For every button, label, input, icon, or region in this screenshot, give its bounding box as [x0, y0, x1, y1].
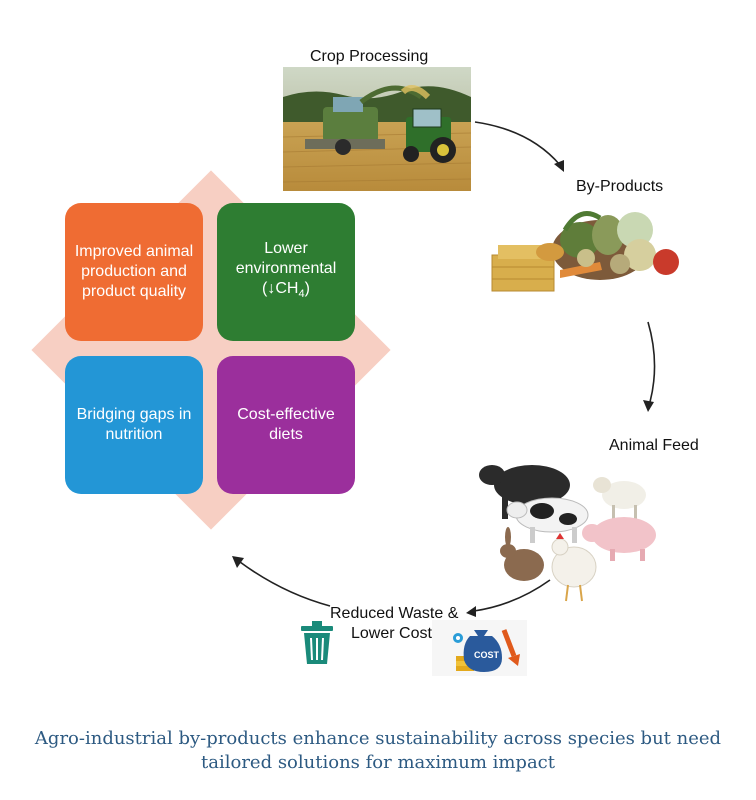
by-products-label: By-Products	[576, 178, 664, 195]
sheep-icon	[593, 477, 646, 521]
produce-hay-pile-icon	[490, 200, 688, 295]
cost-badge-text: COST	[474, 650, 500, 660]
animals-group	[472, 455, 668, 610]
arrow-byproducts-to-feed	[643, 321, 656, 412]
reduced-waste-label-line2: Lower Costs	[351, 625, 440, 642]
dairy-cow-icon	[506, 497, 589, 543]
rabbit-icon	[500, 527, 544, 581]
benefit-lower-environmental: Lower environmental (↓CH4)	[217, 203, 355, 341]
money-bag-icon	[463, 630, 502, 672]
chicken-icon	[551, 533, 597, 602]
benefit-lower-environmental-line2: (↓CH4)	[262, 280, 310, 301]
gear-icon	[453, 633, 463, 643]
cost-graphic: COST	[432, 620, 527, 676]
figure-caption: Agro-industrial by-products enhance sust…	[34, 728, 722, 773]
benefit-cost-effective-text: Cost-effective diets	[237, 406, 335, 443]
reduced-waste-label-line1: Reduced Waste &	[330, 605, 459, 622]
crop-processing-photo	[283, 67, 471, 191]
benefit-lower-environmental-text: Lower environmental (↓CH4)	[225, 239, 347, 304]
benefit-bridging-gaps-text: Bridging gaps in nutrition	[76, 406, 192, 443]
arrow-waste-to-benefits	[232, 556, 331, 607]
cow-icon	[479, 465, 570, 519]
benefit-improved-production-text: Improved animal production and product q…	[74, 243, 194, 300]
trash-can-icon	[299, 620, 335, 666]
benefit-bridging-gaps: Bridging gaps in nutrition	[65, 356, 203, 494]
arrow-feed-to-waste	[466, 579, 551, 617]
benefit-lower-environmental-line1: Lower environmental	[235, 240, 337, 278]
down-arrow-icon	[501, 629, 520, 666]
pig-icon	[582, 517, 656, 561]
benefit-cost-effective: Cost-effective diets	[217, 356, 355, 494]
crop-processing-label: Crop Processing	[310, 48, 429, 65]
benefit-improved-production: Improved animal production and product q…	[65, 203, 203, 341]
animal-feed-label: Animal Feed	[609, 437, 699, 454]
arrow-crop-to-byproducts	[474, 121, 564, 172]
